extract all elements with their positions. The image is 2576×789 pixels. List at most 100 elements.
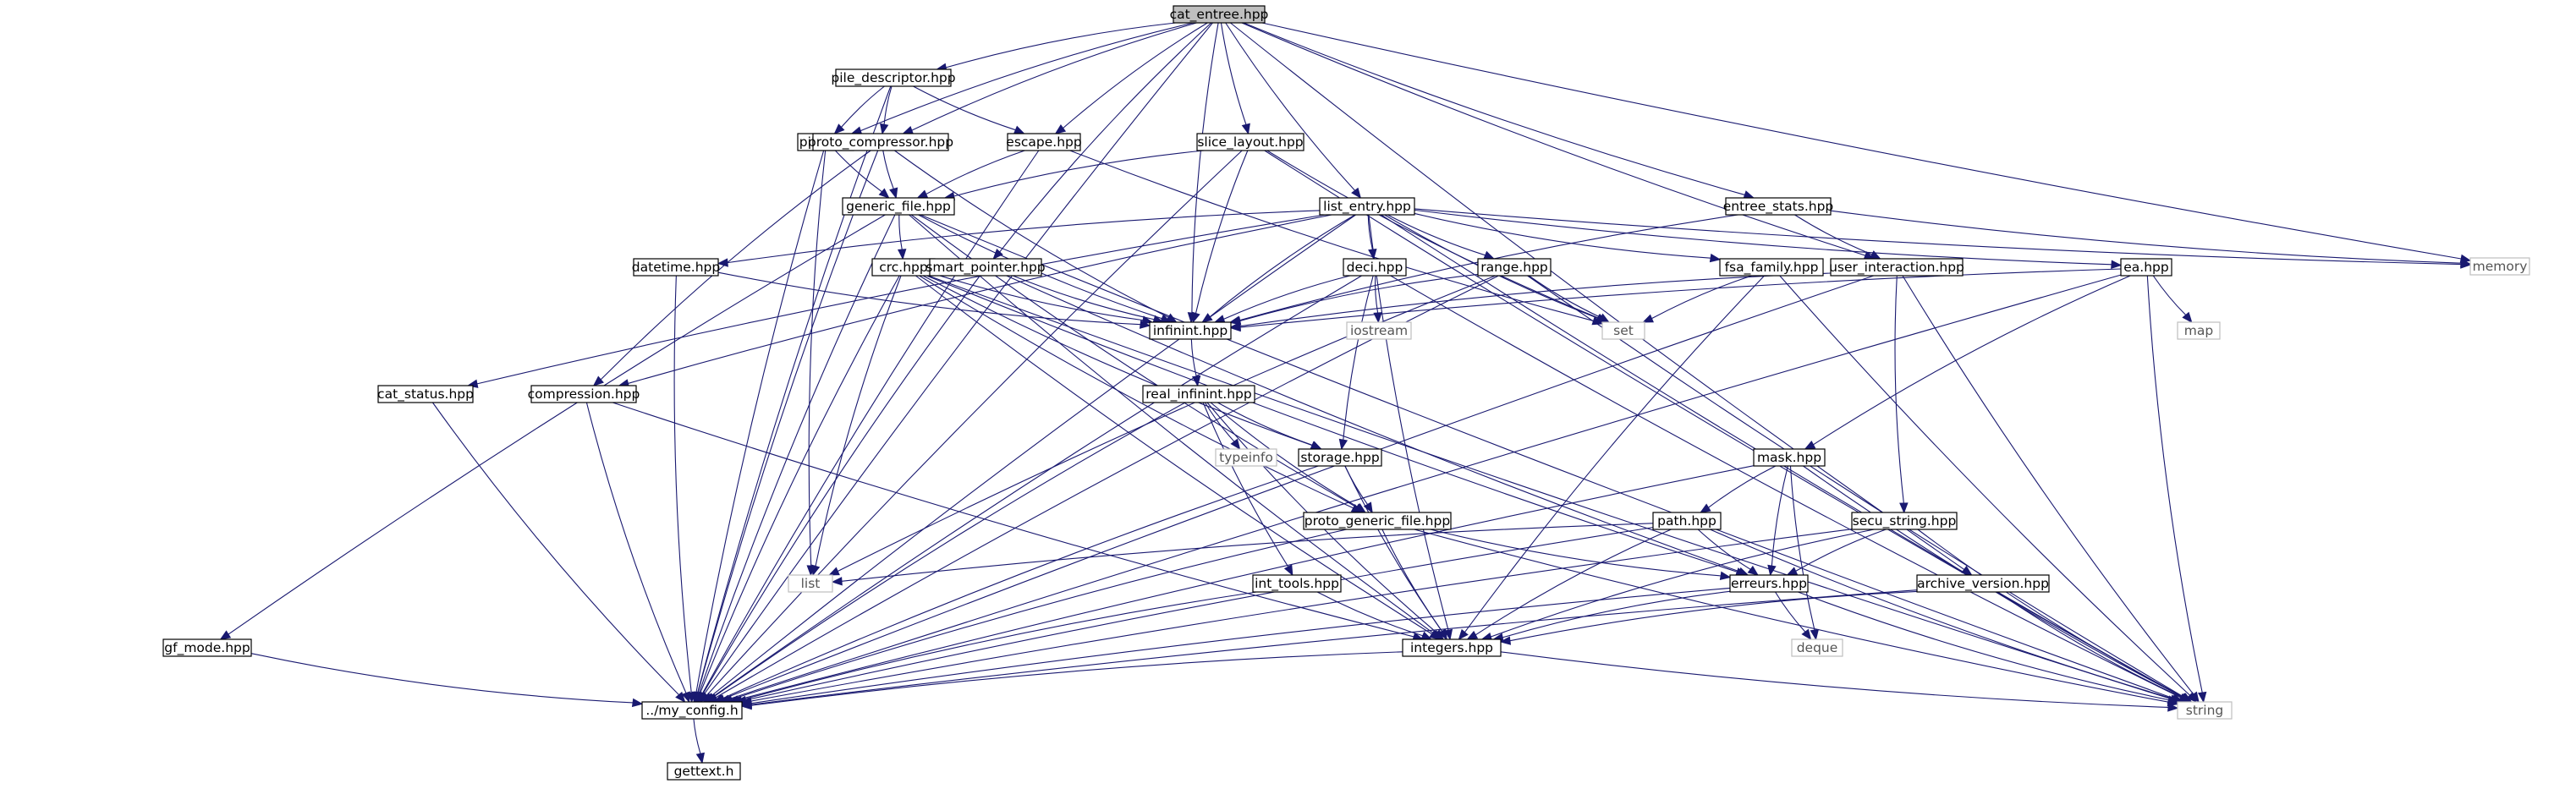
edge-mask-to-path: [1700, 465, 1777, 513]
node-mask[interactable]: mask.hpp: [1753, 448, 1826, 467]
node-compression[interactable]: compression.hpp: [528, 385, 640, 403]
node-path[interactable]: path.hpp: [1652, 512, 1722, 530]
node-escape[interactable]: escape.hpp: [1006, 133, 1082, 151]
node-user-interaction[interactable]: user_interaction.hpp: [1829, 258, 1964, 277]
node-proto-compressor[interactable]: proto_compressor.hpp: [808, 133, 953, 151]
edge-arrowhead: [1642, 314, 1654, 323]
node-integers[interactable]: integers.hpp: [1402, 638, 1502, 657]
node-storage[interactable]: storage.hpp: [1298, 448, 1382, 467]
node-label: escape.hpp: [1006, 134, 1081, 150]
node-set[interactable]: set: [1601, 321, 1645, 340]
edge-ea-to-infinint: [1229, 268, 2122, 332]
node-entree-stats[interactable]: entree_stats.hpp: [1723, 197, 1834, 216]
edge-arrowhead: [1338, 438, 1348, 451]
node-map[interactable]: map: [2177, 321, 2221, 340]
edge-line: [926, 275, 1738, 573]
node-list-entry[interactable]: list_entry.hpp: [1319, 197, 1415, 216]
node-crc[interactable]: crc.hpp: [871, 258, 936, 277]
edge-arrowhead: [1719, 571, 1732, 581]
edge-line: [953, 150, 1205, 197]
edge-line: [703, 22, 1213, 695]
node-list[interactable]: list: [788, 574, 833, 593]
edge-arrowhead: [1804, 440, 1816, 450]
edge-line: [431, 402, 679, 695]
node-cat-entree[interactable]: cat_entree.hpp: [1170, 5, 1269, 24]
edge-arrowhead: [831, 577, 843, 586]
node-deque[interactable]: deque: [1791, 638, 1843, 657]
node-memory[interactable]: memory: [2469, 257, 2530, 276]
node-box: [1298, 448, 1382, 467]
node-generic-file[interactable]: generic_file.hpp: [842, 197, 955, 216]
node-deci[interactable]: deci.hpp: [1343, 258, 1407, 277]
edge-line: [1917, 529, 2184, 698]
node-proto-generic-file[interactable]: proto_generic_file.hpp: [1303, 512, 1452, 530]
node-pile-descriptor[interactable]: pile_descriptor.hpp: [831, 68, 956, 87]
node-box: [1319, 197, 1415, 216]
node-gf-mode[interactable]: gf_mode.hpp: [162, 638, 252, 657]
edge-list_entry-to-integers: [1368, 214, 1453, 641]
edge-arrowhead: [1013, 125, 1025, 134]
edge-int_tools-to-my_config: [731, 591, 1257, 704]
node-string[interactable]: string: [2177, 701, 2233, 720]
edge-proto_generic_file-to-integers: [1381, 529, 1447, 641]
node-gettext[interactable]: gettext.h: [667, 762, 741, 781]
edge-line: [731, 529, 1347, 700]
edge-crc-to-list: [811, 275, 902, 577]
node-infinint[interactable]: infinint.hpp: [1149, 321, 1232, 340]
edge-line: [1209, 214, 1356, 318]
edge-line: [1528, 275, 1601, 318]
node-ea[interactable]: ea.hpp: [2120, 258, 2172, 277]
node-fsa-family[interactable]: fsa_family.hpp: [1719, 258, 1824, 277]
edge-line: [1830, 210, 2462, 264]
edge-line: [1381, 529, 1443, 632]
edge-arrowhead: [828, 567, 840, 576]
node-archive-version[interactable]: archive_version.hpp: [1916, 574, 2050, 593]
node-real-infinint[interactable]: real_infinint.hpp: [1142, 385, 1255, 403]
edge-arrowhead: [2178, 693, 2191, 703]
node-datetime[interactable]: datetime.hpp: [632, 258, 720, 277]
node-box: [1252, 574, 1342, 593]
edge-arrowhead: [897, 249, 907, 260]
node-box: [788, 574, 833, 593]
edge-line: [722, 465, 1319, 699]
node-box: [2177, 701, 2233, 720]
edge-arrowhead: [1899, 502, 1909, 514]
edge-arrowhead: [681, 691, 690, 704]
node-slice-layout[interactable]: slice_layout.hpp: [1196, 133, 1304, 151]
edge-escape-to-set: [1069, 150, 1604, 326]
node-secu-string[interactable]: secu_string.hpp: [1851, 512, 1958, 530]
edge-line: [698, 214, 896, 693]
node-cat-status[interactable]: cat_status.hpp: [377, 385, 474, 403]
node-box: [530, 385, 637, 403]
edge-cat_entree-to-escape: [1054, 22, 1208, 134]
node-label: secu_string.hpp: [1853, 513, 1957, 529]
edge-arrowhead: [1483, 250, 1496, 260]
edge-line: [1375, 275, 1379, 314]
edge-range-to-string: [1527, 275, 2193, 703]
edge-range-to-set: [1528, 275, 1610, 323]
edge-line: [1202, 402, 1289, 567]
edge-line: [882, 150, 894, 189]
edge-datetime-to-infinint: [717, 271, 1151, 329]
edge-integers-to-my_config: [740, 651, 1403, 710]
node-int-tools[interactable]: int_tools.hpp: [1252, 574, 1342, 593]
node-box: [1215, 448, 1277, 467]
node-erreurs[interactable]: erreurs.hpp: [1729, 574, 1809, 593]
node-iostream[interactable]: iostream: [1346, 321, 1412, 340]
edge-entree_stats-to-memory: [1830, 210, 2472, 268]
node-typeinfo[interactable]: typeinfo: [1215, 448, 1277, 467]
node-box: [1142, 385, 1255, 403]
edge-arrowhead: [1054, 123, 1067, 134]
node-smart-pointer[interactable]: smart_pointer.hpp: [925, 258, 1046, 277]
node-range[interactable]: range.hpp: [1477, 258, 1552, 277]
edge-arrowhead: [1354, 503, 1367, 513]
edge-pile_descriptor-to-proto_compressor: [880, 85, 893, 135]
edge-secu_string-to-string: [1917, 529, 2193, 703]
edge-infinint-to-real_infinint: [1190, 338, 1201, 387]
edge-line: [696, 85, 892, 693]
node-box: [1007, 133, 1081, 151]
edge-line: [737, 465, 1755, 701]
node-my-config[interactable]: ../my_config.h: [641, 701, 743, 720]
edge-line: [1013, 275, 1155, 321]
edge-line: [697, 150, 879, 693]
